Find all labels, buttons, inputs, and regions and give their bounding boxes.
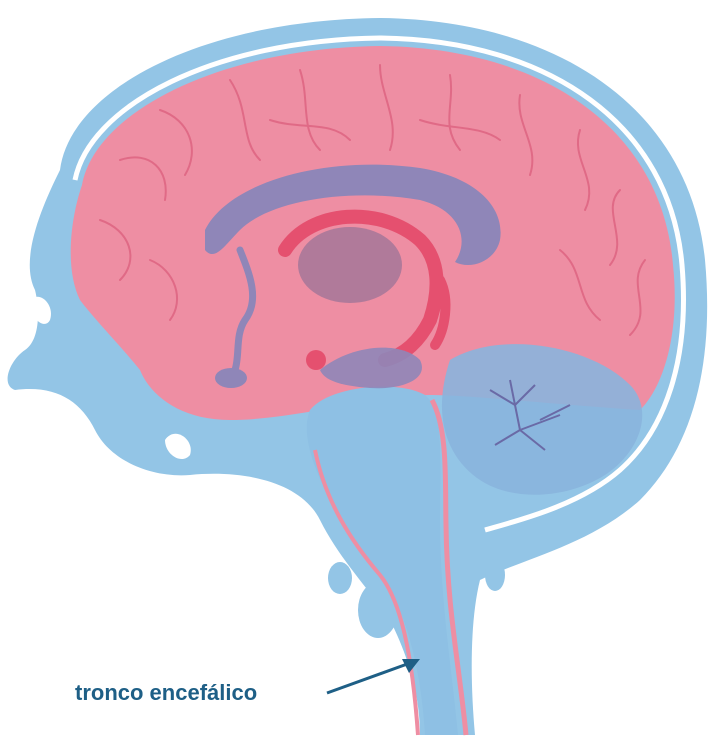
thalamus (298, 227, 402, 303)
brainstem (307, 387, 458, 735)
csf-blob (485, 559, 505, 591)
mammillary-body (306, 350, 326, 370)
csf-blob (328, 562, 352, 594)
brainstem-label: tronco encefálico (75, 680, 257, 705)
temporal-horn-tip (215, 368, 247, 388)
arrow-right-icon (327, 659, 420, 693)
